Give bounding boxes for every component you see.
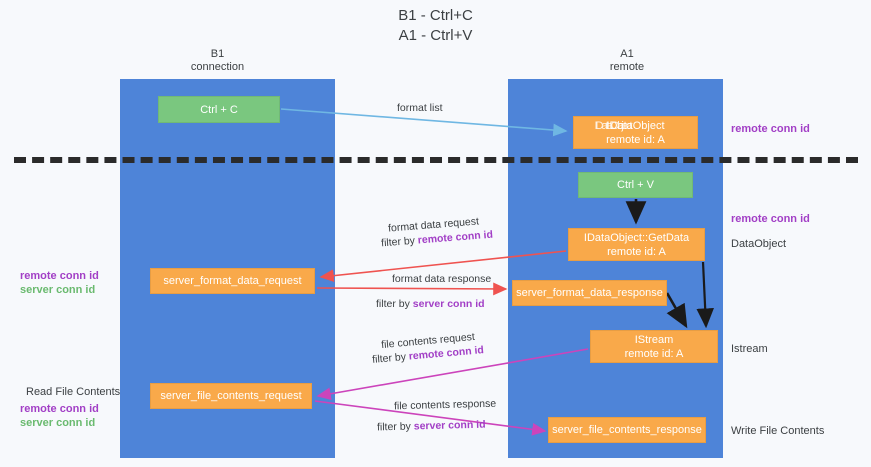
- title-line-1: B1 - Ctrl+C: [398, 7, 473, 24]
- annotation-left-conn-ids-bottom: remote conn id server conn id: [20, 402, 99, 430]
- column-header-b1: B1 connection: [155, 48, 280, 74]
- column-a1-name: A1: [620, 48, 634, 60]
- node-idataobject-label: IDataObject: [606, 119, 665, 132]
- edge-label-file-contents-response: file contents response: [393, 397, 497, 413]
- arrow-format-data-response: [316, 282, 508, 296]
- filter-prefix: filter by: [376, 298, 413, 310]
- column-header-a1: A1 remote: [552, 48, 702, 74]
- column-b1-name: B1: [210, 48, 225, 60]
- edge-label-format-list: format list: [397, 102, 443, 114]
- phase-divider: [14, 157, 858, 163]
- filter-prefix: filter by: [380, 234, 419, 250]
- filter-prefix: filter by: [371, 350, 410, 366]
- node-istream-label: IStream: [634, 333, 674, 346]
- annotation-dataobject: DataObject: [731, 238, 787, 250]
- node-server-format-data-response-label: server_format_data_response: [516, 287, 663, 299]
- node-istream-sub: remote id: A: [624, 347, 684, 360]
- node-ctrl-v[interactable]: Ctrl + V: [578, 172, 693, 198]
- column-b1-role: connection: [190, 61, 245, 73]
- node-istream[interactable]: IStream remote id: A: [590, 330, 718, 363]
- edge-label-format-data-response: format data response: [392, 273, 492, 285]
- node-server-format-data-request[interactable]: server_format_data_request: [150, 268, 315, 294]
- node-getdata-sub: remote id: A: [607, 245, 666, 258]
- edge-label-file-contents-response-filter: filter by server conn id: [377, 418, 486, 435]
- node-server-file-contents-request[interactable]: server_file_contents_request: [150, 383, 312, 409]
- annotation-remote-conn-id: remote conn id: [20, 270, 99, 282]
- annotation-write-file-contents: Write File Contents: [731, 425, 825, 437]
- node-idataobject-label-ghost: IDataObject: [594, 119, 632, 132]
- page-title: B1 - Ctrl+C A1 - Ctrl+V: [0, 6, 871, 46]
- title-line-2: A1 - Ctrl+V: [398, 27, 473, 44]
- node-server-format-data-request-label: server_format_data_request: [163, 275, 302, 287]
- annotation-remote-conn-id: remote conn id: [20, 403, 99, 415]
- annotation-remote-conn-id-mid: remote conn id: [731, 213, 810, 225]
- filter-key-server-conn-id: server conn id: [412, 298, 485, 310]
- node-idataobject-sub: remote id: A: [606, 133, 665, 146]
- column-a1-role: remote: [609, 61, 645, 73]
- node-server-file-contents-response[interactable]: server_file_contents_response: [548, 417, 706, 443]
- annotation-remote-conn-id-top: remote conn id: [731, 123, 810, 135]
- filter-prefix: filter by: [376, 420, 414, 434]
- annotation-server-conn-id: server conn id: [20, 417, 96, 429]
- node-server-file-contents-request-label: server_file_contents_request: [160, 390, 302, 402]
- node-ctrl-v-label: Ctrl + V: [617, 179, 654, 191]
- node-server-file-contents-response-label: server_file_contents_response: [552, 424, 702, 436]
- filter-key-server-conn-id: server conn id: [413, 418, 486, 433]
- node-server-format-data-response[interactable]: server_format_data_response: [512, 280, 667, 306]
- annotation-istream: Istream: [731, 343, 768, 355]
- node-idataobject-getdata[interactable]: IDataObject::GetData remote id: A: [568, 228, 705, 261]
- node-getdata-label: IDataObject::GetData: [583, 231, 690, 244]
- edge-label-format-data-response-filter: filter by server conn id: [376, 297, 485, 311]
- node-ctrl-c[interactable]: Ctrl + C: [158, 96, 280, 123]
- node-ctrl-c-label: Ctrl + C: [200, 103, 238, 116]
- annotation-server-conn-id: server conn id: [20, 284, 96, 296]
- annotation-read-file-contents: Read File Contents: [26, 386, 121, 398]
- annotation-left-conn-ids-mid: remote conn id server conn id: [20, 269, 99, 297]
- node-idataobject-label-wrap: IDataObject IDataObject: [594, 119, 665, 133]
- node-idataobject[interactable]: IDataObject IDataObject remote id: A: [573, 116, 698, 149]
